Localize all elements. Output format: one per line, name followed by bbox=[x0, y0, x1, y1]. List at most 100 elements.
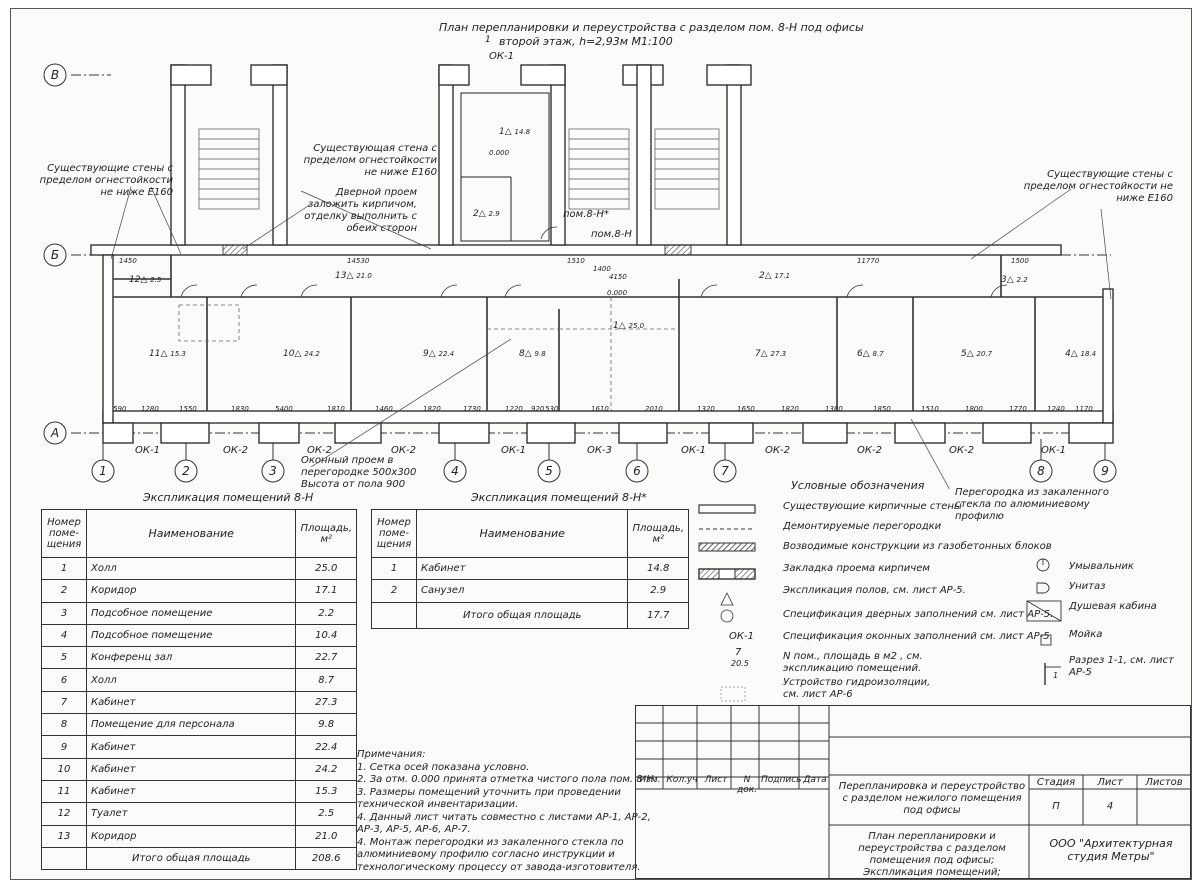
legend-window-symbol: ОК-1 bbox=[729, 631, 754, 642]
drawing-subtitle: второй этаж, h=2,93м М1:100 bbox=[499, 35, 673, 48]
axis-label-b: Б bbox=[50, 248, 60, 262]
tb-col: Лист bbox=[704, 775, 728, 785]
window-mark-top: ОК-1 bbox=[489, 51, 514, 62]
dimension: 1610 bbox=[591, 405, 609, 413]
note-line: 1. Сетка осей показана условно. bbox=[357, 761, 530, 773]
legend-item: Демонтируемые перегородки bbox=[783, 521, 942, 532]
label-pom-8n: пом.8-Н bbox=[591, 229, 632, 240]
room-label: 12△ 2.5 bbox=[129, 275, 162, 285]
dimension: 1320 bbox=[697, 405, 715, 413]
window-mark: ОК-1 bbox=[501, 445, 526, 456]
window-mark: ОК-1 bbox=[1041, 445, 1066, 456]
header-area: Площадь, м² bbox=[295, 509, 357, 558]
tb-col: Дата bbox=[803, 775, 827, 785]
dimension: 920 bbox=[531, 405, 545, 413]
dimension: 1510 bbox=[567, 257, 585, 265]
header-area: Площадь, м² bbox=[627, 509, 689, 558]
dimension: 1450 bbox=[119, 257, 137, 265]
axis-label-1: 1 bbox=[99, 464, 107, 478]
level-mark: 0.000 bbox=[489, 149, 510, 157]
room-label: 1△ 25.0 bbox=[613, 321, 645, 331]
note-line: технологическому процессу от завода-изго… bbox=[357, 861, 641, 873]
room-label: 2△ 2.9 bbox=[473, 209, 500, 219]
dimension: 4150 bbox=[609, 273, 627, 281]
drawing-sheet: План перепланировки и переустройства с р… bbox=[10, 8, 1192, 880]
legend-room-area: 20.5 bbox=[731, 659, 749, 668]
section-number: 1 bbox=[1053, 671, 1059, 680]
fixture-label: Умывальник bbox=[1069, 561, 1134, 572]
note-line: 3. Размеры помещений уточнить при провед… bbox=[357, 786, 621, 798]
dimension: 1280 bbox=[141, 405, 159, 413]
dimension: 11770 bbox=[857, 257, 880, 265]
section-number-top: 1 bbox=[485, 35, 491, 45]
legend-item: Экспликация полов, см. лист АР-5. bbox=[783, 585, 966, 596]
title-block-frame bbox=[635, 705, 1191, 879]
legend-room-n: 7 bbox=[735, 647, 742, 658]
note-door-lay: Дверной проем заложить кирпичом, отделку… bbox=[304, 187, 417, 234]
window-mark: ОК-2 bbox=[765, 445, 790, 456]
header-num: Номер поме-щения bbox=[41, 509, 87, 558]
note-center-wall: Существующая стена с пределом огнестойко… bbox=[303, 143, 437, 178]
window-mark: ОК-1 bbox=[135, 445, 160, 456]
axis-label-6: 6 bbox=[633, 464, 641, 478]
floor-plan bbox=[43, 63, 1117, 489]
window-mark: ОК-3 bbox=[587, 445, 612, 456]
note-line: 4. Данный лист читать совместно с листам… bbox=[357, 811, 651, 823]
window-mark: ОК-2 bbox=[391, 445, 416, 456]
tb-sheets-label: Листов bbox=[1145, 777, 1183, 788]
room-label: 11△ 15.3 bbox=[149, 349, 186, 359]
tb-stage-label: Стадия bbox=[1036, 777, 1076, 788]
axis-label-v: В bbox=[50, 68, 60, 82]
window-mark: ОК-2 bbox=[949, 445, 974, 456]
dimension: 1170 bbox=[1075, 405, 1093, 413]
room-label: 5△ 20.7 bbox=[961, 349, 993, 359]
window-mark: ОК-2 bbox=[223, 445, 248, 456]
legend-item: Спецификация оконных заполнений см. лист… bbox=[783, 631, 1053, 642]
drawing-title: План перепланировки и переустройства с р… bbox=[439, 21, 864, 34]
dimension: 1810 bbox=[327, 405, 345, 413]
dimension: 1220 bbox=[505, 405, 523, 413]
dimension: 1550 bbox=[179, 405, 197, 413]
dimension: 1240 bbox=[1047, 405, 1065, 413]
dimension: 1830 bbox=[231, 405, 249, 413]
note-window-partition: Оконный проем в перегородке 500х300 Высо… bbox=[301, 455, 417, 490]
note-glass-partition: Перегородка из закаленного стекла по алю… bbox=[955, 487, 1109, 522]
dimension: 1850 bbox=[873, 405, 891, 413]
explication-8n-table: Номер поме-щения Наименование Площадь, м… bbox=[41, 509, 357, 871]
header-name: Наименование bbox=[415, 509, 629, 558]
axis-label-a: А bbox=[50, 426, 60, 440]
legend-item: Устройство гидроизоляции, см. лист АР-6 bbox=[783, 677, 931, 700]
tb-sheet-title: План перепланировки и переустройства с р… bbox=[858, 831, 1006, 878]
level-mark: 0.000 bbox=[607, 289, 628, 297]
tb-sheet-label: Лист bbox=[1097, 777, 1123, 788]
bottom-dimensions: 590 1280 1550 1830 5400 1810 1460 1820 1… bbox=[113, 405, 1103, 415]
tb-organization: ООО "Архитектурная студия Метры" bbox=[1049, 837, 1173, 863]
axis-label-5: 5 bbox=[545, 464, 553, 478]
legend-item: Существующие кирпичные стены bbox=[783, 501, 962, 512]
header-name: Наименование bbox=[85, 509, 297, 558]
fixture-label: Мойка bbox=[1069, 629, 1103, 640]
dimension: 1800 bbox=[965, 405, 983, 413]
fixture-symbols bbox=[1026, 558, 1062, 685]
sink-icon bbox=[1040, 634, 1052, 646]
axis-label-8: 8 bbox=[1037, 464, 1045, 478]
dimension: 1820 bbox=[423, 405, 441, 413]
room-label: 1△ 14.8 bbox=[499, 127, 531, 137]
toilet-icon bbox=[1036, 582, 1050, 594]
window-mark: ОК-2 bbox=[307, 445, 332, 456]
note-line: технической инвентаризации. bbox=[357, 799, 519, 810]
dimension: 1400 bbox=[593, 265, 611, 273]
notes-block: Примечания: 1. Сетка осей показана услов… bbox=[357, 749, 657, 874]
